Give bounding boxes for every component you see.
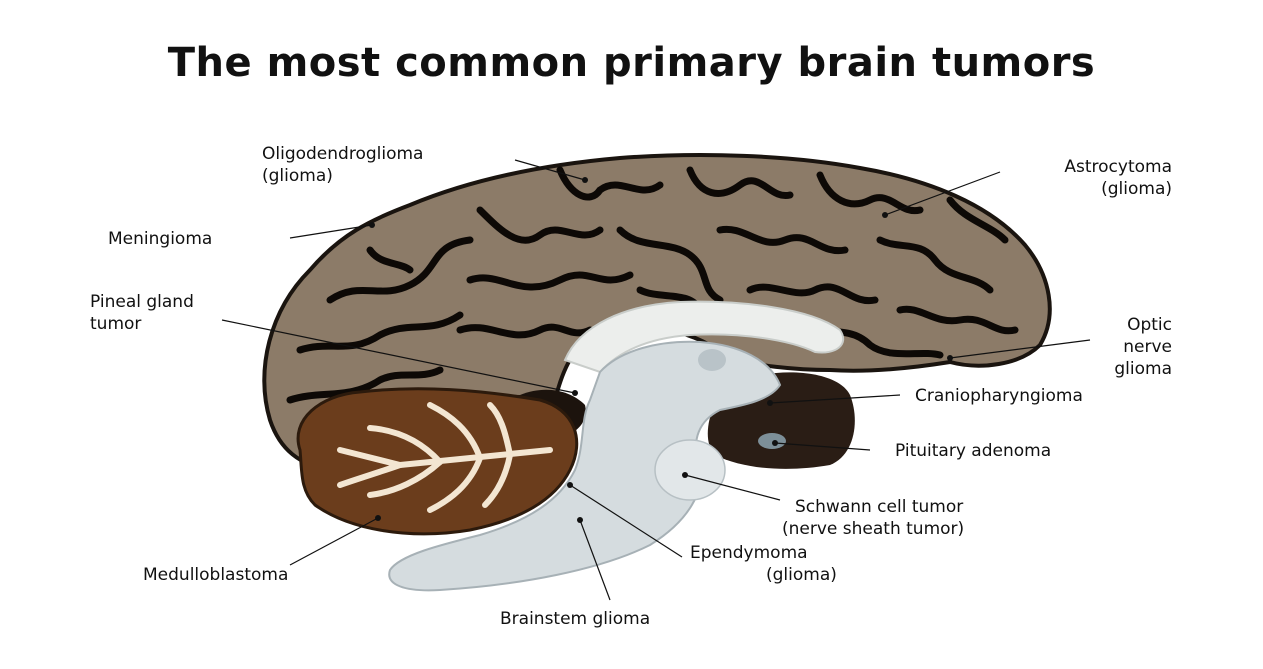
label-medulloblastoma: Medulloblastoma xyxy=(143,565,288,585)
label-pituitary: Pituitary adenoma xyxy=(895,441,1051,461)
label-ependymoma: Ependymoma xyxy=(690,543,808,563)
label-optic-glioma: glioma xyxy=(1114,359,1172,379)
label-oligodendroglioma: Oligodendroglioma xyxy=(262,144,423,164)
thalamus xyxy=(698,349,726,371)
pons-bulge xyxy=(655,440,725,500)
label-meningioma: Meningioma xyxy=(108,229,212,249)
label-ependymoma-sub: (glioma) xyxy=(766,565,837,585)
label-optic: Optic xyxy=(1127,315,1172,335)
label-pineal-sub: tumor xyxy=(90,314,141,334)
label-pineal: Pineal gland xyxy=(90,292,194,312)
label-craniopharyngioma: Craniopharyngioma xyxy=(915,386,1083,406)
label-optic-nerve: nerve xyxy=(1123,337,1172,357)
label-astrocytoma-sub: (glioma) xyxy=(1101,179,1172,199)
label-oligodendroglioma-sub: (glioma) xyxy=(262,166,333,186)
label-schwann-sub: (nerve sheath tumor) xyxy=(782,519,964,539)
label-schwann: Schwann cell tumor xyxy=(795,497,963,517)
label-brainstem: Brainstem glioma xyxy=(500,609,650,629)
pituitary-gland xyxy=(758,433,786,449)
label-astrocytoma: Astrocytoma xyxy=(1064,157,1172,177)
